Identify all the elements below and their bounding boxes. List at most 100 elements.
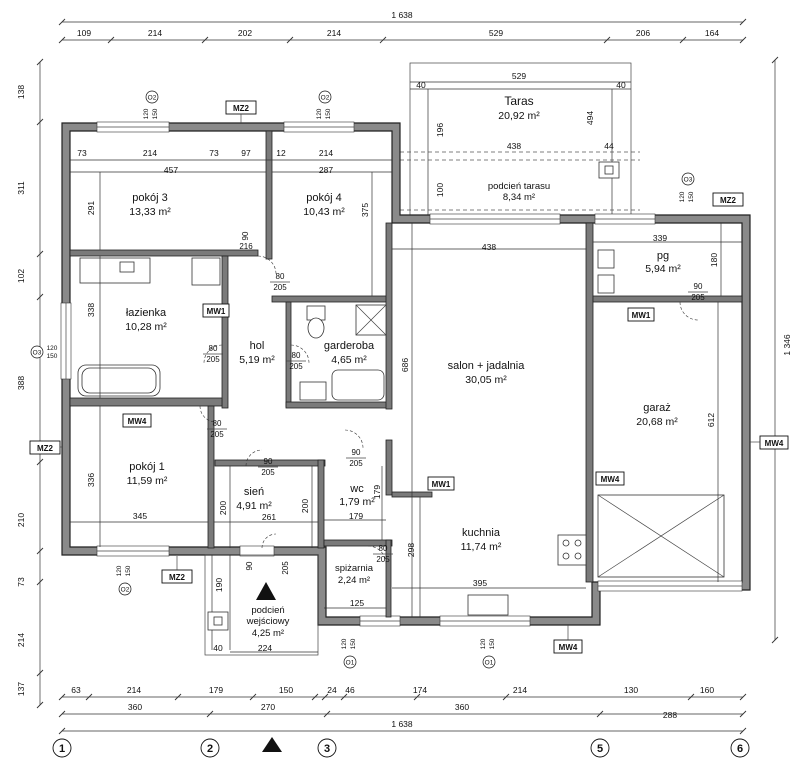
axis-marker: 1 [52,738,72,758]
left-dim: 311 [16,181,26,195]
dim: 40 [213,643,223,653]
wall-tag: MZ2 [225,100,257,123]
left-dim: 102 [16,269,26,283]
svg-text:90: 90 [352,448,361,457]
terrace-cover-dim: 100 [435,183,445,197]
dim: 375 [360,203,370,217]
left-dim: 137 [16,682,26,696]
left-dimensions: 138 311 102 388 210 73 214 137 [16,58,44,709]
dim: 179 [349,511,363,521]
room-area: 20,68 m² [636,416,678,428]
terrace-edge-dim: 40 [616,80,626,90]
room-area: 11,74 m² [461,541,502,553]
svg-text:90: 90 [245,561,254,570]
bottom-dim: 24 [327,685,337,695]
wall-tag: MW1 [427,476,455,491]
dim: 125 [350,598,364,608]
door-tag: 80 205 [207,419,227,439]
wall-tag: MW4 [595,471,625,486]
bottom-dim: 179 [209,685,223,695]
door-tag: 90 216 [239,231,253,251]
dim: 612 [706,413,716,427]
dim: 395 [473,578,487,588]
wall-tag: MZ2 [161,556,193,584]
dim: 336 [86,473,96,487]
top-dim: 164 [705,28,719,38]
svg-text:120: 120 [143,108,150,119]
exterior-walls [60,121,751,627]
room-name: pokój 4 [306,192,341,204]
svg-text:MZ2: MZ2 [169,573,186,582]
svg-text:MW4: MW4 [765,439,784,448]
bottom-dim: 214 [513,685,527,695]
svg-text:120: 120 [47,345,58,352]
svg-text:2: 2 [207,743,213,755]
svg-text:O2: O2 [121,587,130,594]
dim: 97 [241,148,251,158]
dim: 291 [86,201,96,215]
dim: 73 [77,148,87,158]
top-dim: 202 [238,28,252,38]
svg-text:1: 1 [59,743,65,755]
room-labels: pokój 3 13,33 m² pokój 4 10,43 m² łazien… [125,192,681,639]
room-area: 2,24 m² [338,575,370,586]
bottom-dim: 360 [455,702,469,712]
svg-text:MZ2: MZ2 [720,196,737,205]
bottom-dim: 360 [128,702,142,712]
bottom-dim: 270 [261,702,275,712]
svg-text:80: 80 [276,272,285,281]
axis-marker: 3 [317,738,337,758]
svg-text:O1: O1 [485,660,494,667]
room-area: 4,91 m² [236,500,272,512]
window-tag: O2 120 150 [316,90,332,119]
wall-tag: MW4 [122,413,152,428]
room-area: 4,65 m² [331,354,367,366]
dim: 179 [372,485,382,499]
svg-text:205: 205 [281,561,290,575]
room-area: 20,92 m² [498,110,540,122]
svg-text:150: 150 [152,108,159,119]
svg-text:120: 120 [341,638,348,649]
svg-text:O2: O2 [321,95,330,102]
left-dim: 214 [16,633,26,647]
room-area: 10,28 m² [125,321,167,333]
bottom-dimensions: 63 214 179 150 24 46 174 214 130 160 360… [58,685,747,735]
room-area: 5,19 m² [239,354,275,366]
svg-text:150: 150 [47,353,58,360]
dim: 345 [133,511,147,521]
svg-text:MW4: MW4 [559,643,578,652]
bottom-dim: 174 [413,685,427,695]
dim: 261 [262,512,276,522]
entrance-marker [262,737,282,752]
dim: 214 [319,148,333,158]
room-name: garderoba [324,340,375,352]
svg-text:90: 90 [241,231,250,240]
svg-text:205: 205 [376,555,390,564]
bottom-total-dim: 1 638 [391,719,413,729]
window-tags: O2 120 150 O2 120 150 O3 120 150 O3 120 … [30,90,695,669]
axis-marker: 5 [590,738,610,758]
svg-text:MW4: MW4 [128,417,147,426]
svg-text:O1: O1 [346,660,355,667]
svg-text:150: 150 [125,565,132,576]
room-area: 4,25 m² [252,628,284,639]
left-dim: 210 [16,513,26,527]
dim: 339 [653,233,667,243]
dim: 200 [218,501,228,515]
door-tag: 90 205 [258,457,278,477]
door-tag: 80 205 [203,344,223,364]
wall-tag: MW4 [750,435,789,450]
svg-text:205: 205 [210,430,224,439]
room-name: spiżarnia [335,563,374,574]
svg-text:O3: O3 [684,177,693,184]
room-name: pokój 3 [132,192,167,204]
terrace-depth-dim: 494 [585,111,595,125]
svg-text:80: 80 [209,344,218,353]
door-swings [199,255,699,565]
svg-text:205: 205 [273,283,287,292]
door-tag: 80 205 [270,272,290,292]
door-tag: 90 205 [688,282,708,302]
svg-text:205: 205 [206,355,220,364]
room-area: 1,79 m² [339,496,375,508]
